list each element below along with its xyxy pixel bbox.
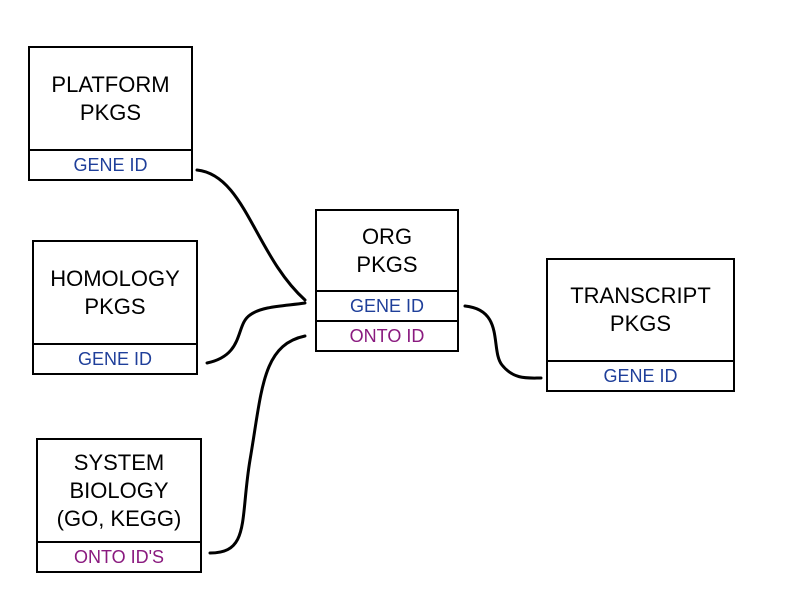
title-line: PLATFORM [51, 71, 170, 97]
title-line: (GO, KEGG) [56, 505, 182, 531]
homology-gene-id-field: GENE ID [34, 343, 196, 373]
title-line: PKGS [84, 293, 146, 319]
homology-pkgs-title: HOMOLOGY PKGS [34, 242, 196, 343]
link-platform-to-org-gene [195, 168, 307, 302]
org-onto-id-field: ONTO ID [317, 320, 457, 350]
transcript-pkgs-box: TRANSCRIPT PKGS GENE ID [546, 258, 735, 392]
title-line: TRANSCRIPT [570, 283, 711, 308]
title-line: PKGS [356, 251, 418, 277]
title-line: PKGS [79, 99, 142, 125]
homology-pkgs-box: HOMOLOGY PKGS GENE ID [32, 240, 198, 375]
platform-pkgs-box: PLATFORM PKGS GENE ID [28, 46, 193, 181]
link-system-to-org-onto [208, 334, 307, 555]
title-line: PKGS [609, 311, 672, 336]
org-gene-id-field: GENE ID [317, 290, 457, 320]
system-biology-title: SYSTEM BIOLOGY (GO, KEGG) [38, 440, 200, 541]
platform-gene-id-field: GENE ID [30, 149, 191, 179]
link-org-gene-to-transcript [463, 304, 543, 380]
title-line: HOMOLOGY [50, 265, 180, 291]
platform-pkgs-title: PLATFORM PKGS [30, 48, 191, 149]
system-onto-ids-field: ONTO ID'S [38, 541, 200, 571]
title-line: BIOLOGY [69, 477, 169, 503]
transcript-gene-id-field: GENE ID [548, 360, 733, 390]
link-homology-to-org-gene [205, 301, 307, 365]
transcript-pkgs-title: TRANSCRIPT PKGS [548, 260, 733, 360]
org-pkgs-box: ORG PKGS GENE ID ONTO ID [315, 209, 459, 352]
title-line: SYSTEM [73, 449, 165, 475]
org-pkgs-title: ORG PKGS [317, 211, 457, 290]
system-biology-box: SYSTEM BIOLOGY (GO, KEGG) ONTO ID'S [36, 438, 202, 573]
title-line: ORG [361, 223, 413, 249]
